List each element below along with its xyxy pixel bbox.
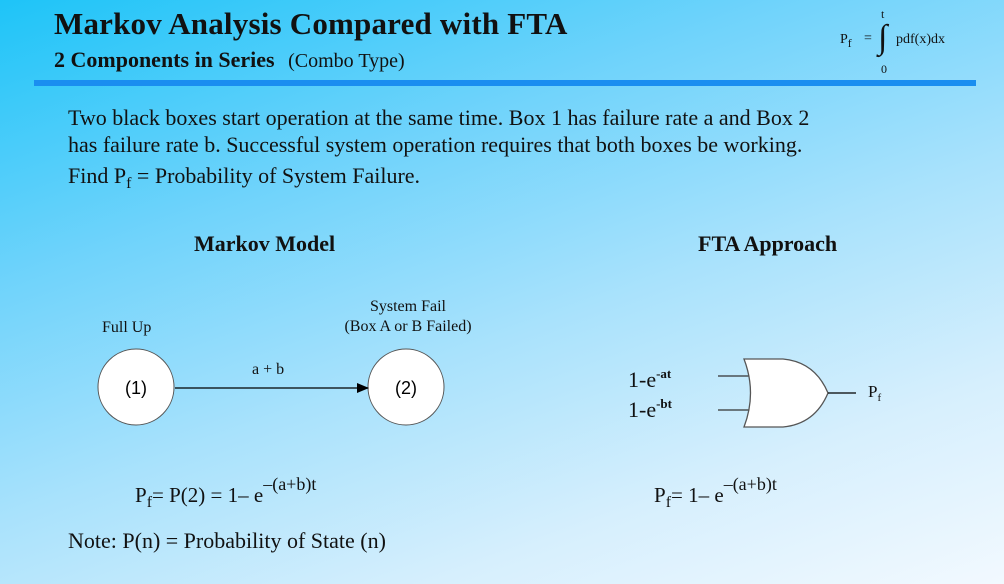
fta-eq-sub: f bbox=[665, 494, 672, 511]
markov-state-1-id: (1) bbox=[125, 378, 147, 398]
fta-input-2-exponent: -bt bbox=[656, 396, 672, 411]
transition-rate-label: a + b bbox=[252, 361, 285, 378]
markov-eq-body: = P(2) = 1– e bbox=[152, 483, 264, 507]
find-prefix: Find P bbox=[68, 163, 127, 188]
integral-formula: Pf = t ∫ 0 pdf(x)dx bbox=[840, 4, 970, 76]
fta-approach-title: FTA Approach bbox=[698, 231, 838, 256]
header-divider bbox=[34, 80, 976, 86]
markov-eq-prefix: P bbox=[135, 483, 147, 507]
intro-find: Find Pf = Probability of System Failure. bbox=[68, 162, 928, 197]
state-1-label: Full Up bbox=[102, 319, 152, 336]
formula-equals: = bbox=[864, 31, 872, 46]
fta-input-2: 1-e-bt bbox=[628, 396, 672, 423]
formula-upper-limit: t bbox=[881, 7, 885, 21]
problem-statement: Two black boxes start operation at the s… bbox=[68, 104, 928, 197]
fta-eq-exponent: –(a+b)t bbox=[723, 474, 777, 494]
markov-eq-exponent: –(a+b)t bbox=[263, 474, 317, 494]
formula-integrand: pdf(x)dx bbox=[896, 32, 945, 47]
fta-input-1-exponent: -at bbox=[656, 366, 672, 381]
state-2-label-line-1: System Fail bbox=[369, 298, 446, 315]
intro-line-1: Two black boxes start operation at the s… bbox=[68, 105, 810, 130]
fta-eq-prefix: P bbox=[654, 483, 666, 507]
subtitle-note: (Combo Type) bbox=[288, 50, 405, 72]
intro-line-2: has failure rate b. Successful system op… bbox=[68, 132, 803, 157]
fta-equation: Pf= 1– e–(a+b)t bbox=[654, 474, 777, 512]
slide-title: Markov Analysis Compared with FTA bbox=[54, 6, 568, 41]
fta-output: Pf bbox=[868, 382, 881, 404]
or-gate-icon bbox=[743, 358, 829, 428]
markov-state-2-id: (2) bbox=[395, 378, 417, 398]
find-suffix: = Probability of System Failure. bbox=[131, 163, 421, 188]
state-2-label-line-2: (Box A or B Failed) bbox=[344, 318, 472, 335]
fta-output-sub: f bbox=[877, 392, 882, 404]
slide-subtitle: 2 Components in Series (Combo Type) bbox=[54, 47, 405, 73]
fta-input-2-base: 1-e bbox=[628, 397, 657, 422]
integral-icon: ∫ bbox=[878, 19, 888, 56]
markov-model-title: Markov Model bbox=[194, 231, 336, 256]
formula-lhs: Pf bbox=[840, 32, 852, 50]
formula-lhs-base: P bbox=[840, 32, 848, 47]
fta-eq-body: = 1– e bbox=[671, 483, 724, 507]
state-2-label: System Fail (Box A or B Failed) bbox=[328, 297, 488, 337]
state-probability-note: Note: P(n) = Probability of State (n) bbox=[68, 528, 386, 553]
fta-input-1-base: 1-e bbox=[628, 367, 657, 392]
fta-input-1: 1-e-at bbox=[628, 366, 671, 393]
find-sub: f bbox=[126, 175, 132, 192]
formula-lower-limit: 0 bbox=[881, 62, 887, 76]
markov-equation: Pf= P(2) = 1– e–(a+b)t bbox=[135, 474, 316, 512]
formula-lhs-sub: f bbox=[847, 36, 852, 50]
fta-output-base: P bbox=[868, 382, 878, 401]
markov-state-1-node bbox=[97, 348, 175, 426]
markov-eq-sub: f bbox=[146, 494, 153, 511]
subtitle-text: 2 Components in Series bbox=[54, 47, 275, 72]
